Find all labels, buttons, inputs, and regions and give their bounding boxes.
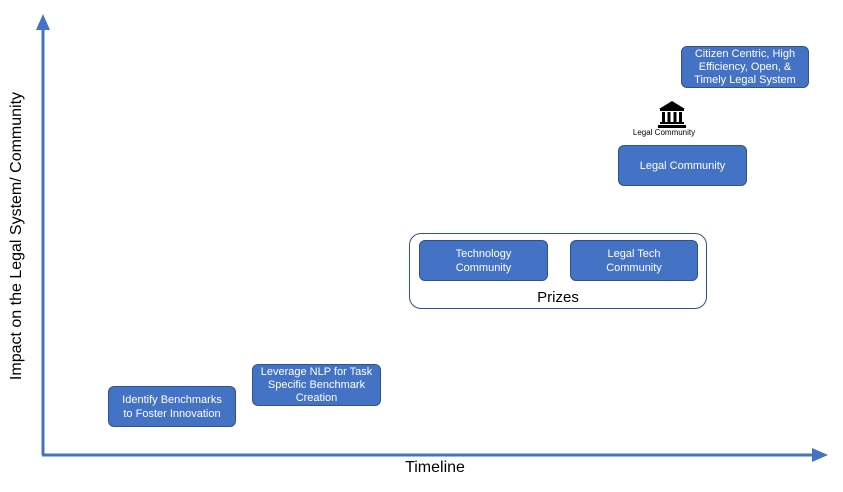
courthouse-icon (658, 100, 686, 128)
leverage-nlp-box: Leverage NLP for Task Specific Benchmark… (252, 364, 381, 406)
prizes-label: Prizes (537, 289, 579, 306)
x-axis-arrowhead (812, 448, 828, 462)
legal-tech-community-box: Legal Tech Community (570, 240, 698, 281)
legal-community-box: Legal Community (618, 145, 747, 186)
technology-community-box: Technology Community (419, 240, 548, 281)
x-axis-label: Timeline (405, 459, 465, 476)
courthouse-icon-caption: Legal Community (632, 128, 696, 137)
citizen-centric-box: Citizen Centric, High Efficiency, Open, … (681, 46, 809, 88)
y-axis-arrowhead (36, 14, 50, 30)
y-axis-label: Impact on the Legal System/ Community (8, 91, 25, 381)
identify-benchmarks-box: Identify Benchmarks to Foster Innovation (108, 386, 236, 427)
